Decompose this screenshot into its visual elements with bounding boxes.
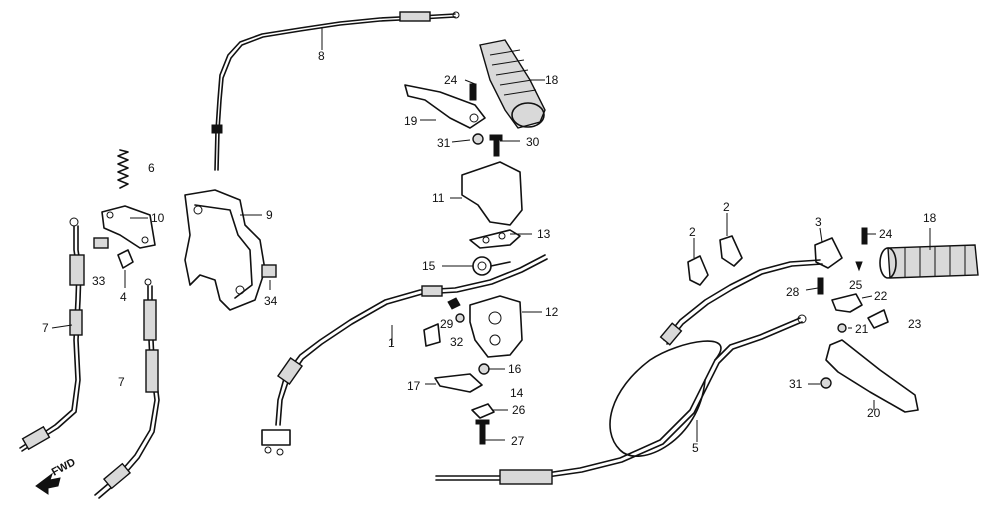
label-part-22: 22	[874, 289, 888, 303]
part-23	[867, 309, 889, 329]
label-part-19: 19	[404, 114, 418, 128]
label-part-18-left: 18	[545, 73, 559, 87]
part-grip-18-right	[879, 244, 979, 279]
part-cable-8	[211, 11, 460, 171]
label-part-12: 12	[545, 305, 559, 319]
label-part-4: 4	[120, 290, 127, 304]
label-part-28: 28	[786, 285, 800, 299]
part-cable-1	[261, 254, 548, 456]
label-part-15: 15	[422, 259, 436, 273]
label-part-9: 9	[266, 208, 273, 222]
fwd-label: FWD	[50, 456, 78, 478]
label-part-26: 26	[512, 403, 526, 417]
label-part-32: 32	[450, 335, 464, 349]
part-cover-11	[461, 161, 523, 226]
label-part-25: 25	[849, 278, 863, 292]
label-part-30: 30	[526, 135, 540, 149]
label-part-10: 10	[151, 211, 165, 225]
label-part-8: 8	[318, 49, 325, 63]
part-22	[831, 293, 863, 313]
label-part-31-left: 31	[437, 136, 451, 150]
label-part-17: 17	[407, 379, 421, 393]
part-21	[837, 323, 847, 333]
part-number-labels: 8 18 24 19 31 30 6 11 9 10 13 15 33 4 34…	[42, 49, 937, 455]
part-spring-15	[472, 256, 511, 276]
part-screw-24-right	[861, 227, 868, 245]
label-part-18-right: 18	[923, 211, 937, 225]
part-cable-5	[435, 314, 807, 485]
part-grip-18-left	[479, 39, 546, 129]
label-part-7-left: 7	[42, 321, 49, 335]
label-part-5: 5	[692, 441, 699, 455]
label-part-7-right: 7	[118, 375, 125, 389]
part-switch-cable	[659, 259, 823, 346]
label-part-1: 1	[388, 336, 395, 350]
fwd-arrow: FWD	[35, 456, 78, 495]
label-part-2-right: 2	[723, 200, 730, 214]
label-part-3: 3	[815, 215, 822, 229]
label-part-20: 20	[867, 406, 881, 420]
label-part-31-right: 31	[789, 377, 803, 391]
label-part-2-left: 2	[689, 225, 696, 239]
label-part-13: 13	[537, 227, 551, 241]
leader-lines	[51, 28, 931, 442]
part-bracket-9	[184, 189, 277, 311]
part-3	[814, 237, 843, 269]
part-26	[471, 403, 495, 419]
part-cable-7-left	[19, 217, 85, 452]
label-part-11: 11	[432, 191, 445, 205]
part-nut-31-right	[820, 377, 832, 389]
label-part-33: 33	[92, 274, 106, 288]
part-plate-10	[93, 205, 156, 269]
label-part-24-right: 24	[879, 227, 893, 241]
part-cable-7-right	[94, 278, 160, 499]
part-lever-17	[434, 373, 483, 393]
part-2-right	[719, 235, 743, 267]
label-part-29: 29	[440, 317, 454, 331]
part-32	[423, 313, 465, 347]
part-13	[469, 229, 521, 249]
part-lever-20	[825, 339, 919, 413]
part-2-left	[687, 255, 709, 286]
part-screw-24-left	[469, 83, 477, 101]
label-part-27: 27	[511, 434, 525, 448]
part-screw-27	[475, 419, 490, 445]
part-spring-6	[117, 149, 129, 189]
part-28	[817, 277, 824, 295]
part-16	[478, 363, 490, 375]
label-part-24-left: 24	[444, 73, 458, 87]
label-part-34: 34	[264, 294, 278, 308]
label-part-16: 16	[508, 362, 522, 376]
label-part-14: 14	[510, 386, 524, 400]
label-part-23: 23	[908, 317, 922, 331]
label-part-21: 21	[855, 322, 869, 336]
part-lever-19	[404, 84, 486, 129]
label-part-6: 6	[148, 161, 155, 175]
part-screw-30	[489, 134, 503, 157]
part-25	[855, 261, 863, 272]
part-housing-12	[469, 295, 523, 358]
part-nut-31-left	[472, 133, 484, 145]
part-29	[447, 297, 461, 310]
